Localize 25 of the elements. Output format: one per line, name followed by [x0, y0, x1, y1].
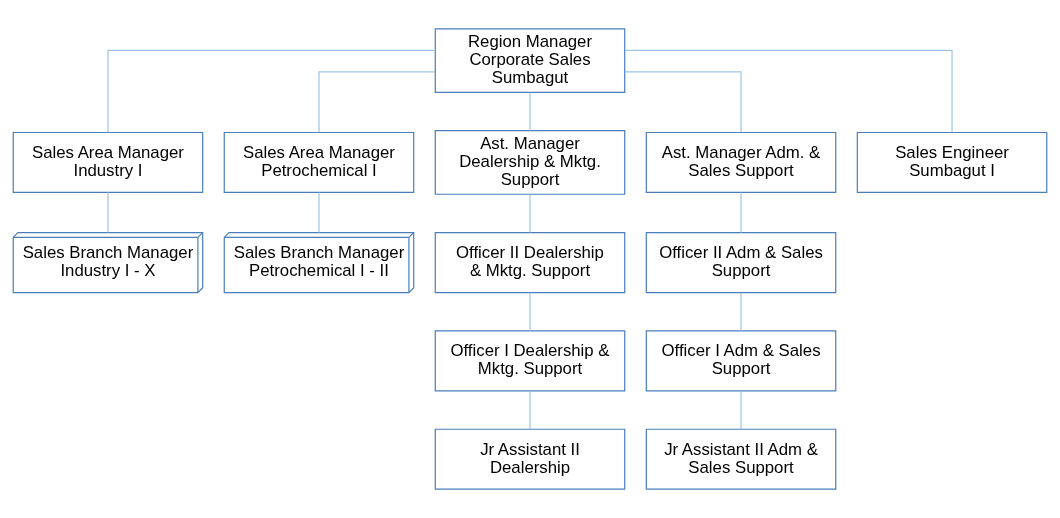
node-box: Sales Engineer Sumbagut I: [856, 131, 1048, 194]
connector: [624, 49, 953, 134]
connector: [107, 191, 109, 234]
node-box: Sales Area Manager Industry I: [12, 131, 204, 194]
node-box: Officer I Adm & Sales Support: [645, 330, 837, 392]
node-box: Ast. Manager Dealership & Mktg. Support: [434, 130, 626, 195]
node-box: Officer II Adm & Sales Support: [645, 232, 837, 294]
connector: [529, 92, 531, 132]
connector: [318, 191, 320, 234]
connector: [740, 292, 742, 332]
node-box: Region Manager Corporate Sales Sumbagut: [434, 28, 626, 93]
connector: [529, 194, 531, 234]
node-box: Jr Assistant II Adm & Sales Support: [645, 428, 837, 490]
node-box: Sales Area Manager Petrochemical I: [223, 131, 415, 194]
node-box: Jr Assistant II Dealership: [434, 428, 626, 490]
node-box: Ast. Manager Adm. & Sales Support: [645, 131, 837, 194]
connector: [624, 71, 742, 133]
connector: [529, 292, 531, 332]
connector: [318, 71, 436, 133]
connector: [740, 390, 742, 430]
connector: [529, 390, 531, 430]
node-box: Officer II Dealership & Mktg. Support: [434, 232, 626, 294]
connector: [740, 191, 742, 234]
connector: [107, 49, 436, 134]
node-box: Officer I Dealership & Mktg. Support: [434, 330, 626, 392]
